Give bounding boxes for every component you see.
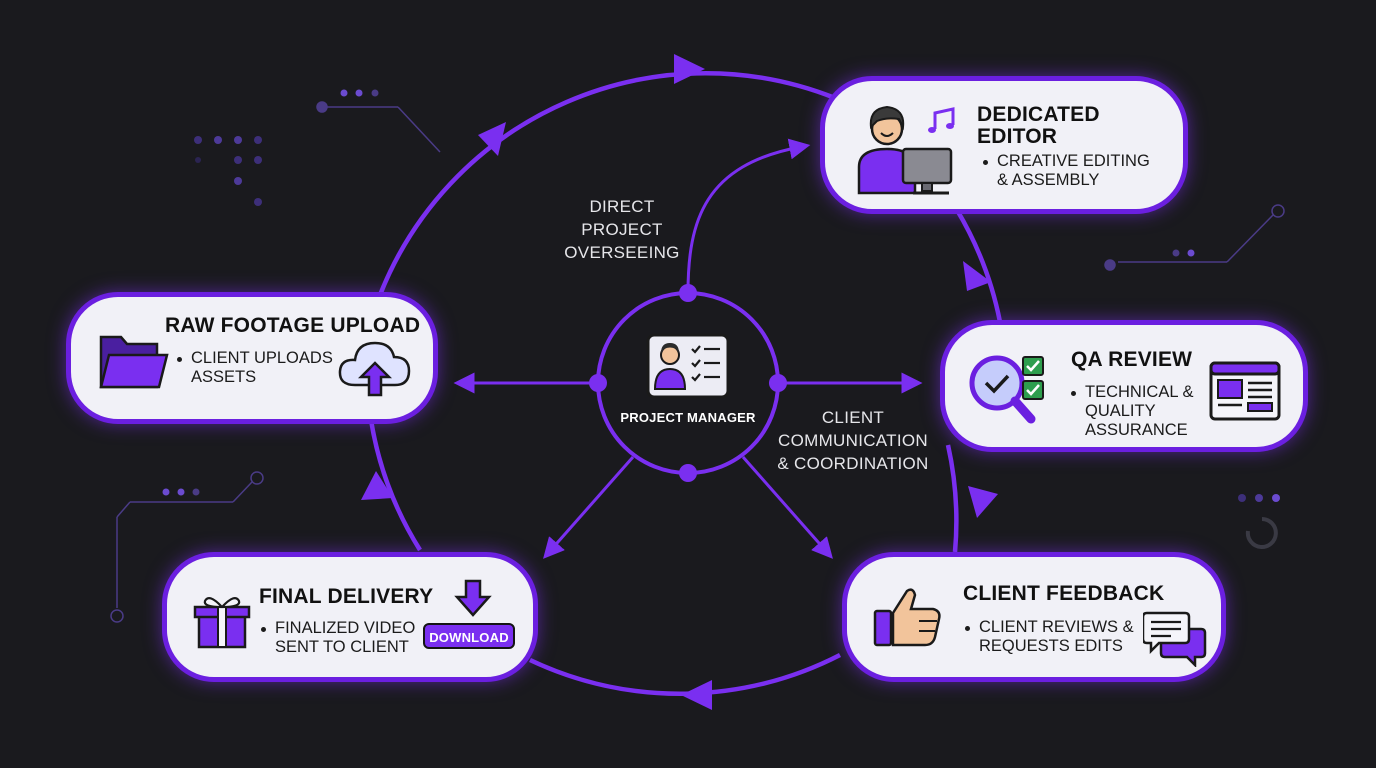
thumbs-up-icon <box>873 588 941 647</box>
editor-title: DEDICATED EDITOR <box>977 103 1100 148</box>
feedback-title: CLIENT FEEDBACK <box>963 582 1165 605</box>
download-button[interactable]: DOWNLOAD <box>423 623 515 649</box>
hub-nodes <box>589 284 787 482</box>
stage-card-client-feedback[interactable]: CLIENT FEEDBACK CLIENT REVIEWS & REQUEST… <box>842 552 1226 682</box>
circuit-decoration-top-left <box>316 89 441 153</box>
stage-card-qa-review[interactable]: QA REVIEW TECHNICAL & QUALITY ASSURANCE <box>940 320 1308 452</box>
circuit-decoration-right <box>1104 204 1285 271</box>
gift-icon <box>193 597 251 649</box>
project-manager-label: PROJECT MANAGER <box>620 410 756 425</box>
stage-card-dedicated-editor[interactable]: DEDICATED EDITOR CREATIVE EDITING & ASSE… <box>820 76 1188 214</box>
manager-checklist-icon <box>646 333 730 399</box>
cycle-arrowheads <box>361 54 998 710</box>
upload-title: RAW FOOTAGE UPLOAD <box>165 314 421 337</box>
dot-grid-decoration <box>194 136 262 206</box>
download-arrow-icon <box>454 579 492 617</box>
circuit-decoration-left <box>110 471 264 623</box>
client-communication-label: CLIENT COMMUNICATION & COORDINATION <box>777 408 929 473</box>
qa-description: TECHNICAL & QUALITY ASSURANCE <box>1071 383 1194 440</box>
direct-overseeing-label: DIRECT PROJECT OVERSEEING <box>564 197 680 262</box>
cloud-upload-icon <box>338 341 411 397</box>
folder-icon <box>99 335 169 389</box>
upload-description: CLIENT UPLOADS ASSETS <box>177 349 333 387</box>
magnifier-check-icon <box>969 355 1044 424</box>
stage-card-raw-footage-upload[interactable]: RAW FOOTAGE UPLOAD CLIENT UPLOADS ASSETS <box>66 292 438 424</box>
qa-title: QA REVIEW <box>1071 348 1193 371</box>
delivery-description: FINALIZED VIDEO SENT TO CLIENT <box>261 619 415 657</box>
stage-card-final-delivery[interactable]: FINAL DELIVERY FINALIZED VIDEO SENT TO C… <box>162 552 538 682</box>
editor-description: CREATIVE EDITING & ASSEMBLY <box>983 152 1150 190</box>
delivery-title: FINAL DELIVERY <box>259 585 434 608</box>
feedback-description: CLIENT REVIEWS & REQUESTS EDITS <box>965 618 1134 656</box>
chat-bubbles-icon <box>1143 611 1207 667</box>
hub-connectors <box>453 138 923 559</box>
editor-at-computer-icon <box>857 105 955 195</box>
browser-window-icon <box>1209 361 1281 421</box>
decoration-bottom-right <box>1238 494 1280 549</box>
